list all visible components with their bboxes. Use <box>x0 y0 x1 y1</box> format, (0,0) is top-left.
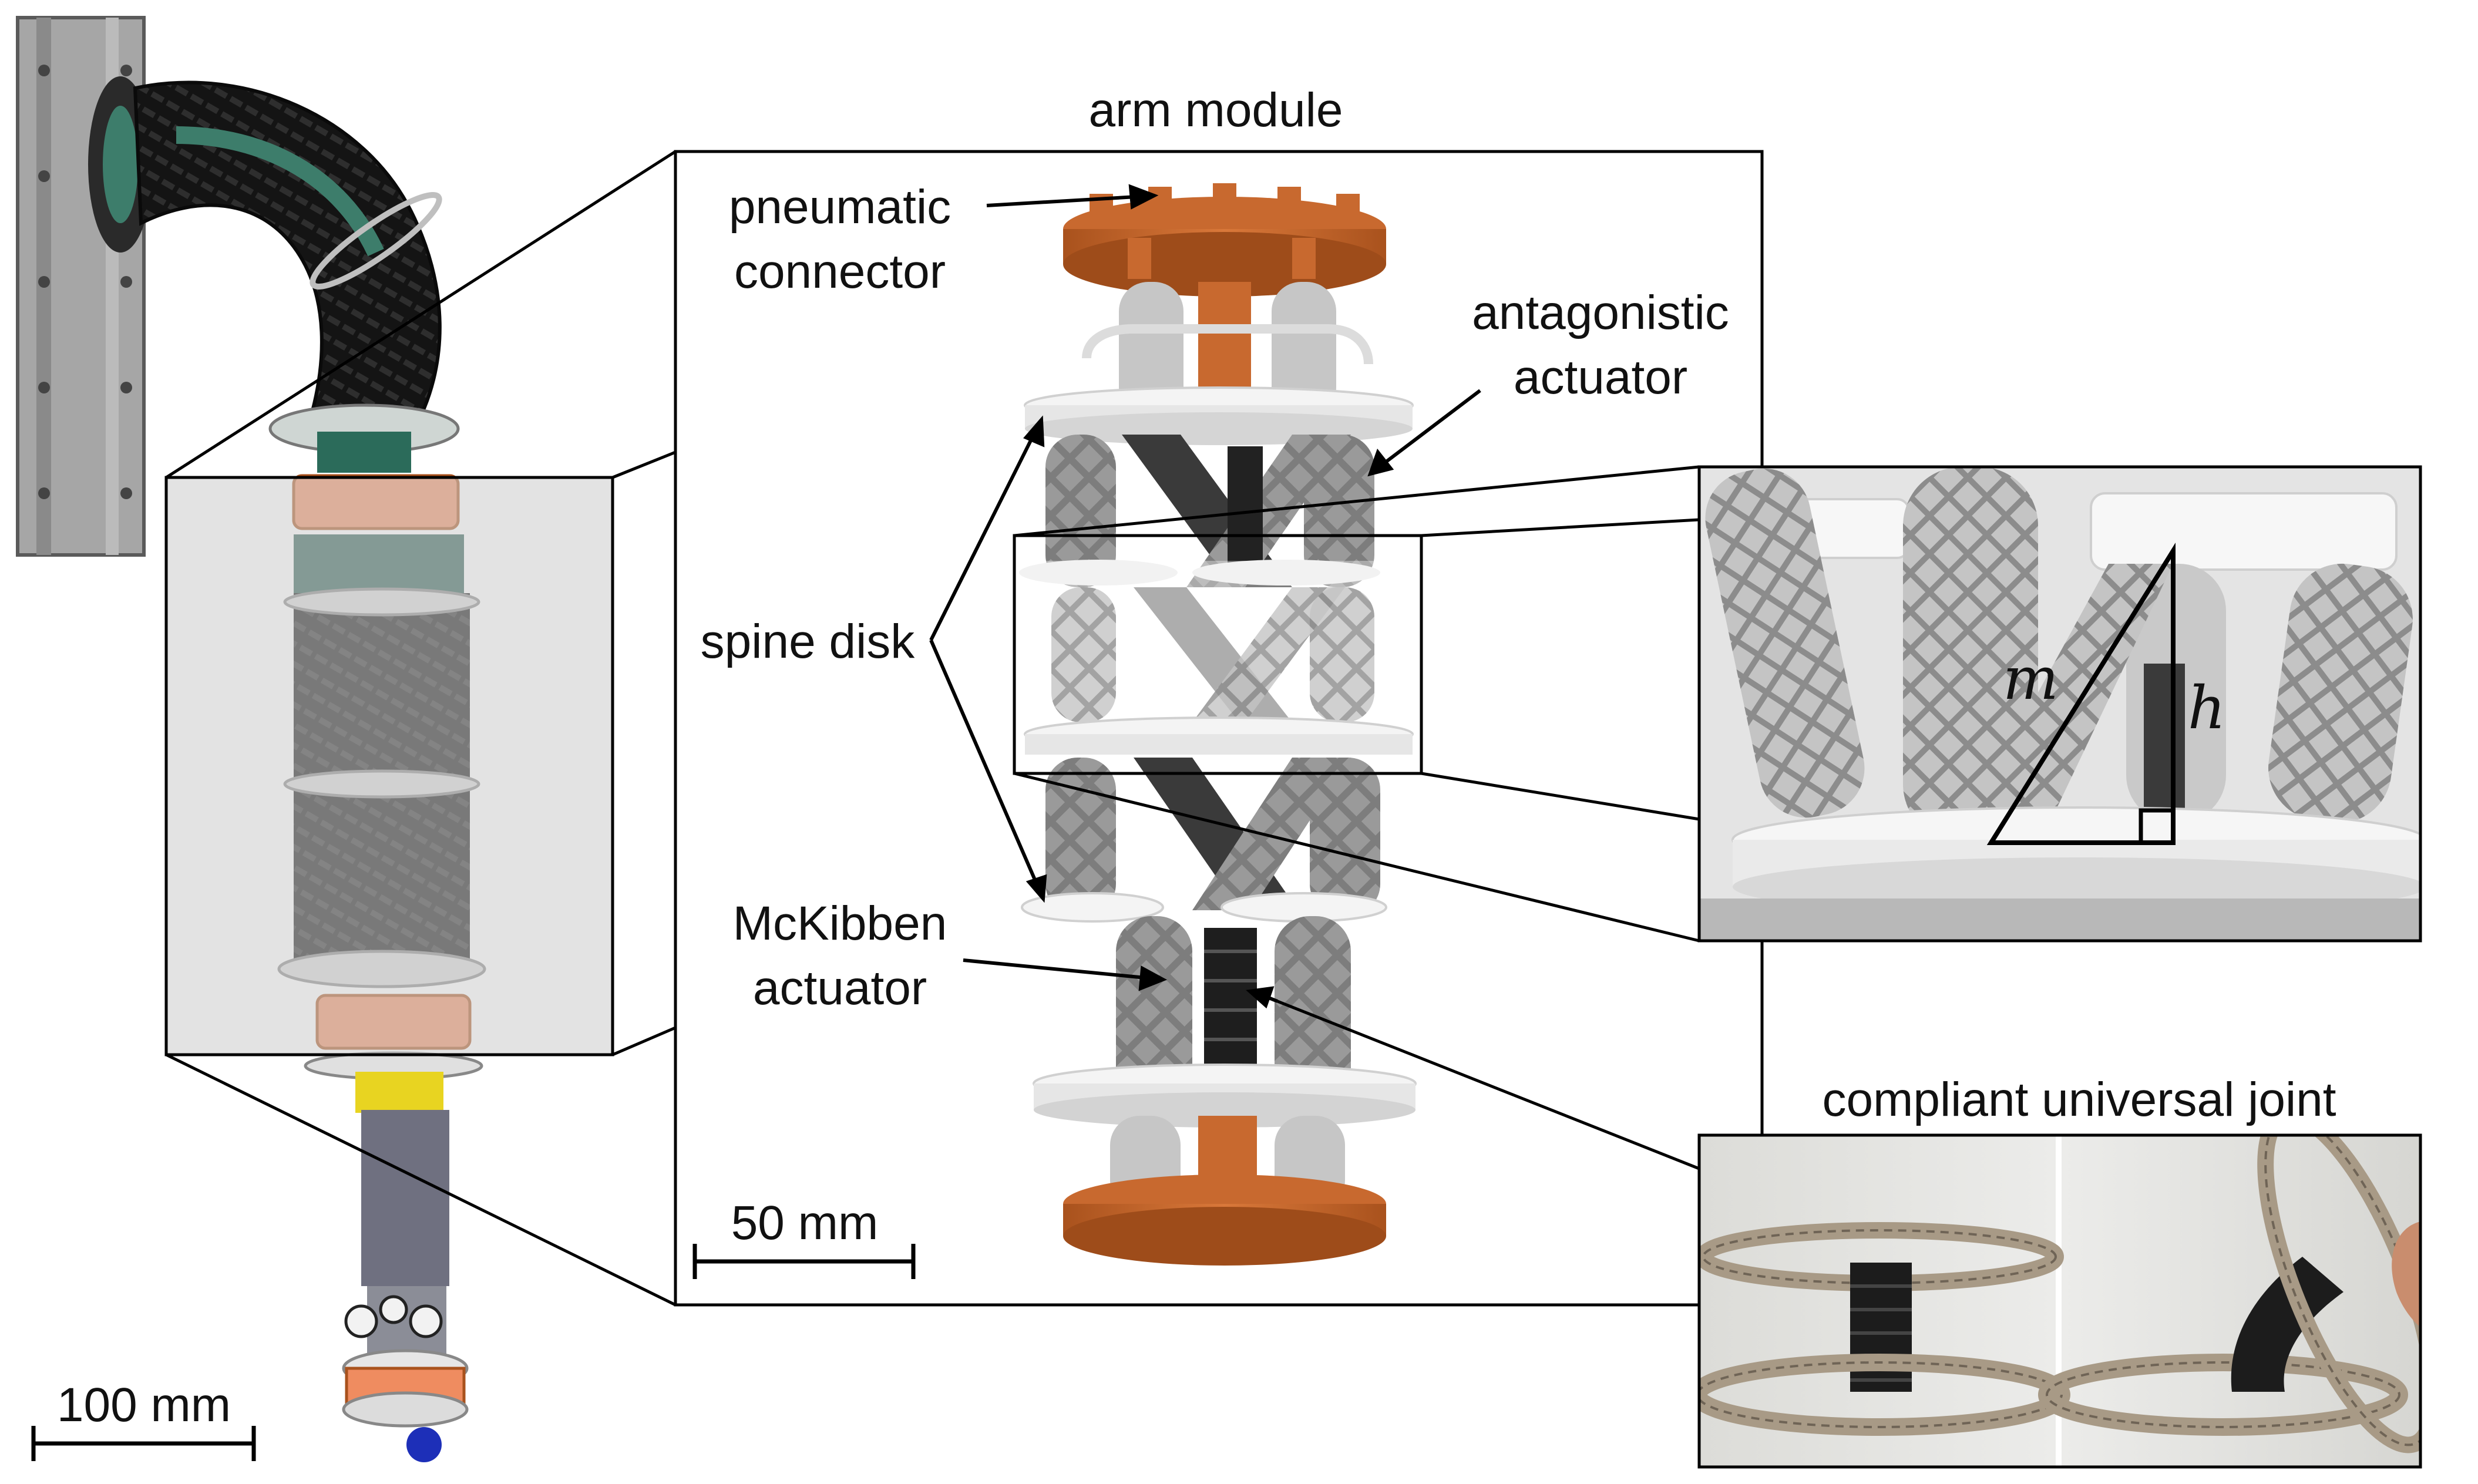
joint-photo-panel <box>1697 1133 2422 1469</box>
arm-photo <box>16 16 614 1462</box>
symbol-h: h <box>2188 674 2225 742</box>
label-antagonistic-actuator-2: actuator <box>1514 351 1687 404</box>
segment-zoom-panel: m h <box>1697 465 2422 943</box>
label-pneumatic-connector-2: connector <box>734 245 946 298</box>
segment-highlight-box <box>1013 534 1423 775</box>
label-pneumatic-connector-1: pneumatic <box>729 180 951 234</box>
label-antagonistic-actuator-1: antagonistic <box>1472 286 1729 339</box>
joint-connector <box>1277 1000 1700 1170</box>
label-mckibben-actuator-1: McKibben <box>733 897 947 950</box>
segment-zoom-connectors <box>1014 465 1700 943</box>
zoom-connectors <box>165 150 677 1307</box>
arm-module-render <box>1013 183 1423 1266</box>
label-arm-module: arm module <box>1089 83 1343 137</box>
symbol-m: m <box>2003 644 2059 713</box>
scale-bar-50mm-label: 50 mm <box>731 1196 879 1250</box>
module-highlight-box <box>164 476 614 1056</box>
label-mckibben-actuator-2: actuator <box>753 961 927 1015</box>
label-compliant-universal-joint: compliant universal joint <box>1822 1073 2336 1126</box>
annotation-arrows <box>929 184 1481 1009</box>
scale-bar-100mm-label: 100 mm <box>57 1378 231 1432</box>
labels: arm module pneumatic connector antagonis… <box>701 83 2336 1126</box>
scale-bar-50mm: 50 mm <box>692 1196 916 1279</box>
label-spine-disk: spine disk <box>701 615 916 668</box>
upper-braided-actuators <box>133 80 442 436</box>
scale-bar-100mm: 100 mm <box>31 1378 256 1461</box>
